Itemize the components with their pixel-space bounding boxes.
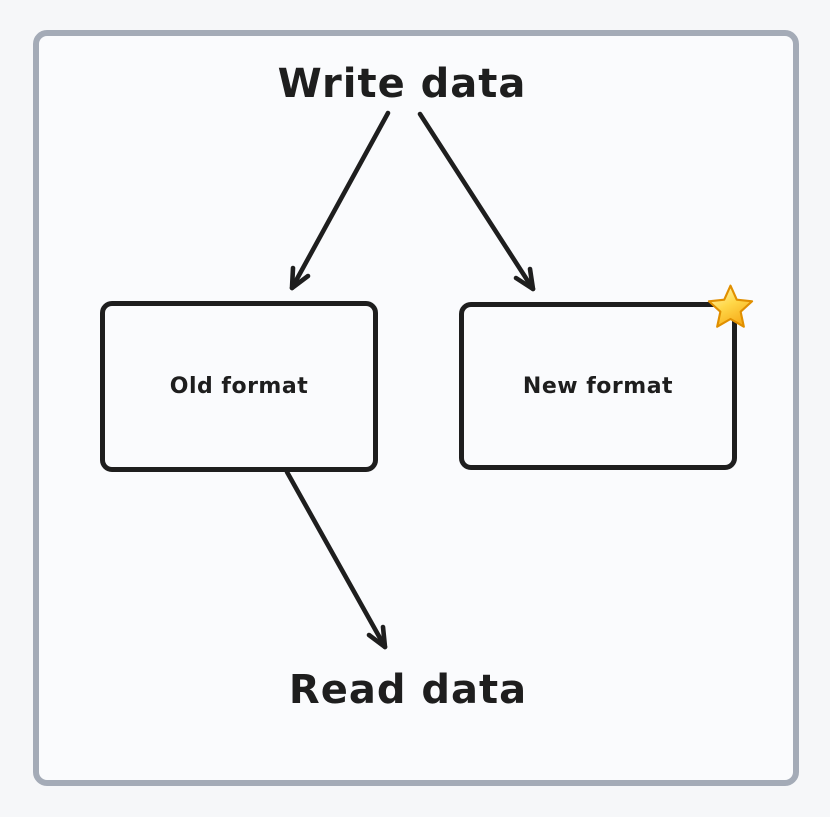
- write-data-label: Write data: [277, 61, 527, 107]
- diagram-frame: [33, 30, 799, 786]
- old-format-label: Old format: [169, 374, 309, 399]
- star-icon: [707, 284, 754, 328]
- new-format-label: New format: [522, 373, 674, 399]
- old-format-box: Old format: [100, 301, 378, 472]
- read-data-label: Read data: [288, 667, 528, 713]
- new-format-box: New format: [459, 284, 754, 470]
